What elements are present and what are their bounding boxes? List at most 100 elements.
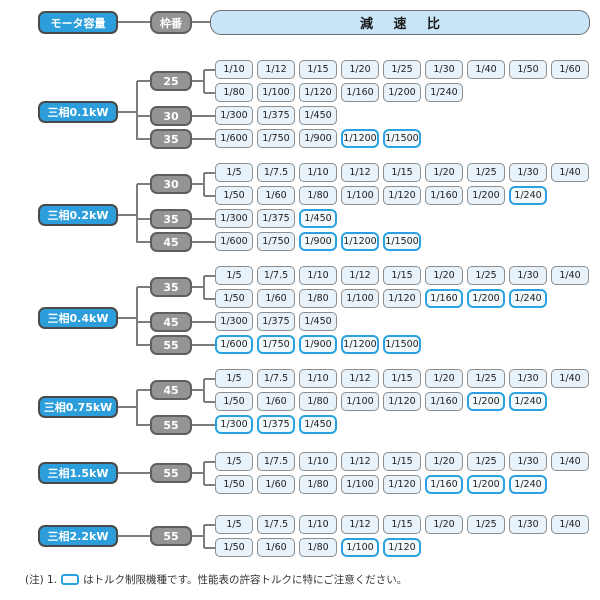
- ratio-box: 1/100: [257, 83, 295, 102]
- frame-box: 55: [150, 415, 192, 435]
- ratio-box-torque-limited: 1/240: [509, 392, 547, 411]
- ratio-box: 1/80: [299, 392, 337, 411]
- frame-box: 30: [150, 174, 192, 194]
- ratio-box-torque-limited: 1/200: [467, 289, 505, 308]
- connector-line: [192, 286, 204, 288]
- frame-box: 55: [150, 526, 192, 546]
- capacity-box: 三相0.2kW: [38, 204, 118, 226]
- ratio-box: 1/5: [215, 452, 253, 471]
- ratio-box-torque-limited: 1/450: [299, 209, 337, 228]
- ratio-box: 1/50: [215, 392, 253, 411]
- ratio-box: 1/25: [467, 452, 505, 471]
- frame-box: 30: [150, 106, 192, 126]
- connector-line: [192, 241, 215, 243]
- connector-line: [137, 183, 150, 185]
- ratio-box: 1/750: [257, 232, 295, 251]
- ratio-box: 1/12: [341, 163, 379, 182]
- ratio-box: 1/7.5: [257, 515, 295, 534]
- footnote: (注) 1. はトルク制限機種です。性能表の許容トルクに特にご注意ください。: [25, 572, 407, 587]
- connector-line: [204, 461, 215, 463]
- connector-line: [203, 462, 205, 485]
- connector-line: [118, 317, 137, 319]
- ratio-box: 1/450: [299, 106, 337, 125]
- connector-line: [137, 535, 150, 537]
- ratio-box: 1/40: [551, 452, 589, 471]
- ratio-box-torque-limited: 1/900: [299, 335, 337, 354]
- ratio-box: 1/50: [509, 60, 547, 79]
- connector-line: [204, 172, 215, 174]
- ratio-box: 1/15: [383, 266, 421, 285]
- ratio-box: 1/160: [425, 392, 463, 411]
- ratio-box: 1/40: [551, 369, 589, 388]
- ratio-box: 1/200: [467, 186, 505, 205]
- connector-line: [192, 424, 215, 426]
- connector-line: [118, 214, 137, 216]
- ratio-box: 1/80: [215, 83, 253, 102]
- connector-line: [204, 524, 215, 526]
- ratio-box: 1/25: [467, 163, 505, 182]
- header-reduction-ratio: 減 速 比: [210, 10, 590, 35]
- ratio-box: 1/600: [215, 129, 253, 148]
- ratio-box: 1/120: [299, 83, 337, 102]
- connector-line: [204, 69, 215, 71]
- connector-line: [204, 92, 215, 94]
- ratio-box: 1/200: [383, 83, 421, 102]
- ratio-box-torque-limited: 1/240: [509, 475, 547, 494]
- connector-line: [192, 344, 215, 346]
- ratio-box: 1/5: [215, 266, 253, 285]
- ratio-box: 1/7.5: [257, 163, 295, 182]
- ratio-box: 1/10: [299, 266, 337, 285]
- ratio-box-torque-limited: 1/120: [383, 538, 421, 557]
- ratio-box: 1/12: [341, 369, 379, 388]
- ratio-box-torque-limited: 1/240: [509, 186, 547, 205]
- footnote-prefix: (注) 1.: [25, 574, 58, 586]
- ratio-box: 1/30: [509, 452, 547, 471]
- connector-line: [137, 389, 150, 391]
- ratio-box: 1/10: [215, 60, 253, 79]
- ratio-box-torque-limited: 1/1500: [383, 129, 421, 148]
- header-motor-capacity: モータ容量: [38, 11, 118, 34]
- connector-line: [137, 286, 150, 288]
- connector-line: [204, 484, 215, 486]
- ratio-box: 1/100: [341, 475, 379, 494]
- ratio-box: 1/10: [299, 369, 337, 388]
- connector-line: [118, 21, 150, 23]
- header-frame-number: 枠番: [150, 11, 192, 34]
- connector-line: [192, 183, 204, 185]
- capacity-box: 三相0.75kW: [38, 396, 118, 418]
- frame-box: 35: [150, 209, 192, 229]
- connector-line: [137, 241, 150, 243]
- ratio-box-torque-limited: 1/750: [257, 335, 295, 354]
- ratio-box: 1/120: [383, 289, 421, 308]
- ratio-box-torque-limited: 1/375: [257, 415, 295, 434]
- connector-line: [204, 275, 215, 277]
- connector-line: [118, 111, 137, 113]
- ratio-box: 1/300: [215, 106, 253, 125]
- connector-line: [137, 80, 150, 82]
- connector-line: [136, 81, 138, 140]
- ratio-box-torque-limited: 1/600: [215, 335, 253, 354]
- ratio-box: 1/450: [299, 312, 337, 331]
- ratio-box: 1/30: [509, 515, 547, 534]
- connector-line: [137, 344, 150, 346]
- ratio-box: 1/80: [299, 475, 337, 494]
- ratio-box: 1/375: [257, 209, 295, 228]
- connector-line: [137, 472, 150, 474]
- capacity-box: 三相0.1kW: [38, 101, 118, 123]
- ratio-box-torque-limited: 1/200: [467, 392, 505, 411]
- connector-line: [203, 173, 205, 196]
- connector-line: [204, 547, 215, 549]
- ratio-box: 1/12: [257, 60, 295, 79]
- ratio-box: 1/40: [551, 266, 589, 285]
- ratio-box: 1/300: [215, 209, 253, 228]
- ratio-box: 1/600: [215, 232, 253, 251]
- frame-box: 45: [150, 380, 192, 400]
- ratio-box: 1/10: [299, 452, 337, 471]
- ratio-box: 1/20: [341, 60, 379, 79]
- frame-box: 45: [150, 312, 192, 332]
- ratio-box: 1/30: [425, 60, 463, 79]
- ratio-box: 1/25: [383, 60, 421, 79]
- ratio-box: 1/15: [299, 60, 337, 79]
- ratio-box-torque-limited: 1/160: [425, 475, 463, 494]
- ratio-box: 1/375: [257, 312, 295, 331]
